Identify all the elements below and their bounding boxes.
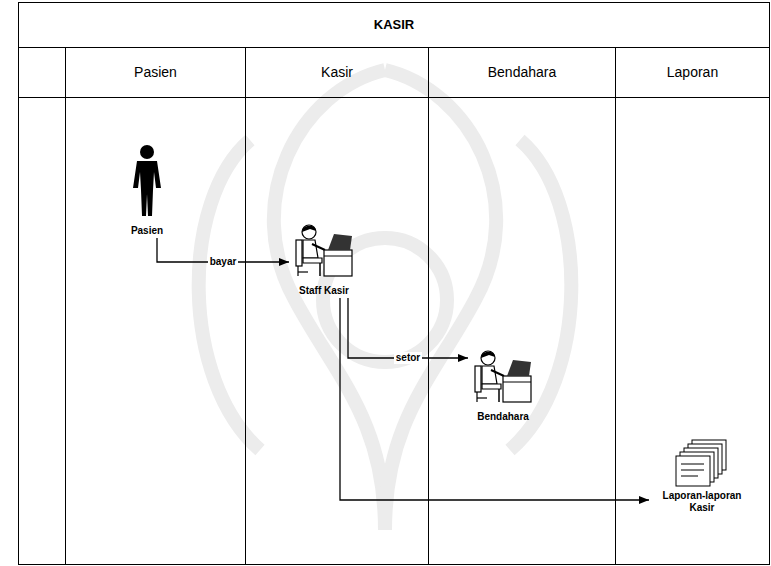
- watermark: [199, 70, 572, 530]
- edge-label: bayar: [208, 256, 239, 268]
- swimlane-lane: PasienPasien: [65, 48, 245, 564]
- actor-label: Pasien: [131, 225, 163, 237]
- actor-node: Bendahara: [468, 348, 538, 424]
- lane-title: Pasien: [66, 48, 245, 98]
- patient-figure: [133, 145, 161, 216]
- flow-arrow: [348, 298, 468, 358]
- actor-node: Laporan-laporan Kasir: [649, 438, 755, 515]
- document-stack: [676, 440, 726, 486]
- flow-arrow: [340, 298, 649, 500]
- actor-node: Pasien: [124, 144, 170, 238]
- swimlane-lane: KasirStaff Kasir: [245, 48, 428, 564]
- edge-label: setor: [394, 352, 422, 364]
- actor-node: Staff Kasir: [289, 222, 359, 298]
- swimlane-pool: KASIRPasienPasienKasirStaff KasirBendaha…: [18, 2, 770, 565]
- staff-desk-icon: [475, 351, 531, 402]
- lane-title: Bendahara: [429, 48, 615, 98]
- actor-label: Laporan-laporan Kasir: [654, 490, 750, 514]
- actor-label: Bendahara: [477, 411, 529, 423]
- staff-desk-icon: [296, 225, 352, 276]
- pool-title: KASIR: [19, 3, 769, 48]
- lane-title: Kasir: [246, 48, 428, 98]
- header-rule: [19, 97, 65, 98]
- actor-label: Staff Kasir: [299, 285, 349, 297]
- swimlane-lane: BendaharaBendahara: [428, 48, 615, 564]
- swimlane-lane: LaporanLaporan-laporan Kasir: [615, 48, 769, 564]
- lane-title: Laporan: [616, 48, 769, 98]
